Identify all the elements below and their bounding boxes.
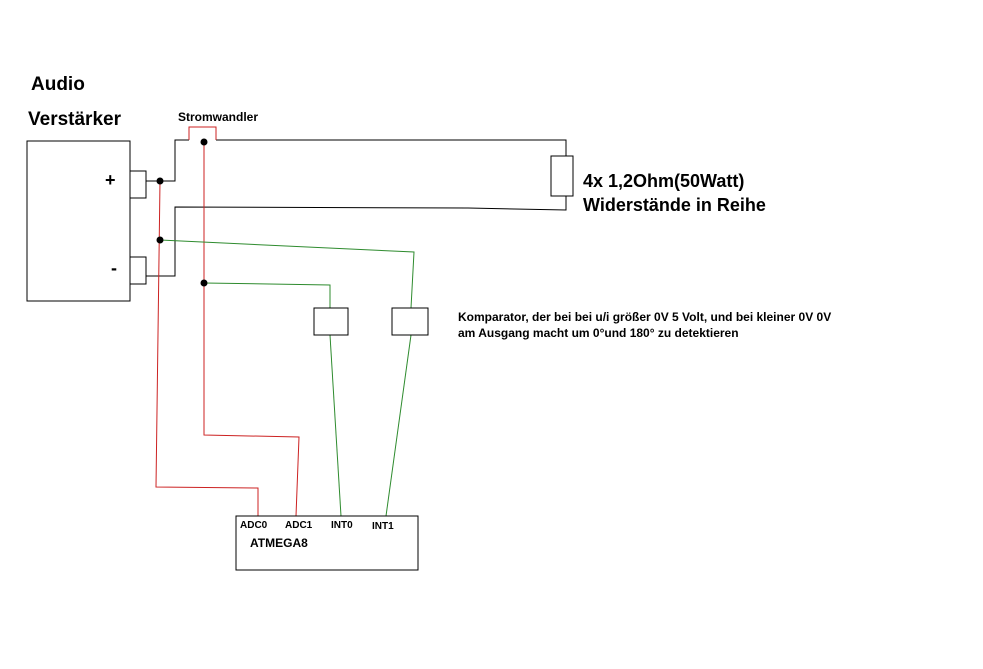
green-wire-int1 [385,334,412,517]
green-wire-comparator2 [159,239,415,309]
amplifier-title-line2: Verstärker [28,109,121,130]
junction-dot [200,279,208,287]
junction-dot [156,236,164,244]
junction-dot [156,177,164,185]
current-transformer-label: Stromwandler [178,110,259,124]
transformer-to-resistor-wire [216,139,567,156]
amplifier-minus-terminal [129,256,147,285]
junction-dot [200,138,208,146]
current-transformer [188,126,217,140]
comparator-2 [391,307,429,336]
amplifier-plus-label: + [105,170,116,190]
amplifier-title-line1: Audio [31,74,85,95]
resistor-label-line1: 4x 1,2Ohm(50Watt) [583,171,745,191]
pin-adc0-label: ADC0 [240,520,268,531]
atmega8-label: ATMEGA8 [250,536,308,550]
amplifier-box [26,140,131,302]
pin-int1-label: INT1 [372,521,394,532]
red-wire-adc0 [155,180,259,516]
green-wire-comparator1 [203,282,331,308]
green-wire-int0 [329,334,342,517]
comparator-1 [313,307,349,336]
pin-int0-label: INT0 [331,520,353,531]
atmega8-box [235,515,419,571]
amplifier-plus-terminal [129,170,147,199]
comparator-description-line1: Komparator, der bei bei u/i größer 0V 5 … [458,310,832,324]
plus-wire [146,139,189,182]
comparator-description-line2: am Ausgang macht um 0°und 180° zu detekt… [458,326,739,340]
pin-adc1-label: ADC1 [285,520,313,531]
resistor [550,155,574,197]
resistor-label-line2: Widerstände in Reihe [583,195,766,215]
resistor-return-wire [146,196,567,277]
amplifier-minus-label: - [111,258,117,278]
red-wire-adc1 [203,140,300,517]
